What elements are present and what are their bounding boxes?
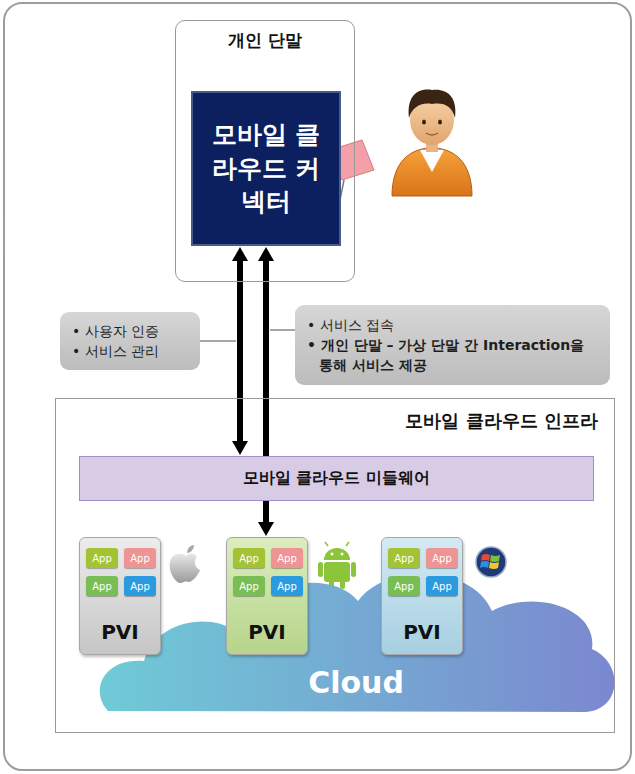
app-icon: App [124, 576, 156, 596]
callout-box: • 사용자 인증• 서비스 관리 [60, 312, 200, 370]
connector-box: 모바일 클라우드 커넥터 [191, 91, 341, 246]
node-text: App [92, 553, 112, 564]
node-text: App [277, 553, 297, 564]
user-figure [392, 90, 472, 196]
device-frame: 개인 단말모바일 클라우드 커넥터 [175, 20, 355, 282]
node-text: 모바일 클라우드 커넥터 [201, 118, 331, 219]
node-text: PVI [80, 620, 160, 644]
app-icon: App [426, 576, 458, 596]
node-text: PVI [382, 620, 462, 644]
node-text: • 서비스 접속 [307, 315, 598, 335]
node-text: App [394, 553, 414, 564]
app-icon: App [271, 548, 303, 568]
pvi-box: PVIAppAppAppApp [79, 537, 161, 655]
windows-logo [476, 547, 506, 577]
pvi-box: PVIAppAppAppApp [381, 537, 463, 655]
node-text: 모바일 클라우드 미들웨어 [243, 468, 430, 489]
outer-frame [4, 3, 631, 770]
infra-frame: 모바일 클라우드 인프라모바일 클라우드 미들웨어CloudPVIAppAppA… [55, 398, 615, 733]
callout-leader [270, 329, 295, 331]
app-icon: App [86, 548, 118, 568]
node-text: 개인 단말 [176, 29, 354, 52]
node-text: App [92, 581, 112, 592]
node-text: App [130, 581, 150, 592]
app-icon: App [388, 576, 420, 596]
middleware-band: 모바일 클라우드 미들웨어 [79, 456, 594, 501]
app-icon: App [124, 548, 156, 568]
node-text: App [239, 553, 259, 564]
node-text: PVI [227, 620, 307, 644]
app-icon: App [271, 576, 303, 596]
apple-logo [170, 545, 200, 583]
node-text: 모바일 클라우드 인프라 [405, 409, 598, 433]
app-icon: App [388, 548, 420, 568]
node-text: App [394, 581, 414, 592]
node-text: App [432, 553, 452, 564]
callout-leader [200, 340, 236, 342]
node-text: • 개인 단말 – 가상 단말 간 Interaction을 통해 서비스 제공 [307, 335, 598, 376]
pvi-box: PVIAppAppAppApp [226, 537, 308, 655]
android-logo [318, 542, 356, 589]
connector-arrow [232, 247, 248, 455]
node-text: Cloud [96, 665, 616, 700]
node-text: App [277, 581, 297, 592]
node-text: • 사용자 인증 [72, 321, 188, 341]
node-text: • 서비스 관리 [72, 341, 188, 361]
node-text: App [432, 581, 452, 592]
app-icon: App [86, 576, 118, 596]
app-icon: App [233, 576, 265, 596]
cloud-region: Cloud [96, 539, 616, 714]
node-text: App [239, 581, 259, 592]
node-text: App [130, 553, 150, 564]
callout-box: • 서비스 접속• 개인 단말 – 가상 단말 간 Interaction을 통… [295, 305, 610, 385]
app-icon: App [233, 548, 265, 568]
app-icon: App [426, 548, 458, 568]
